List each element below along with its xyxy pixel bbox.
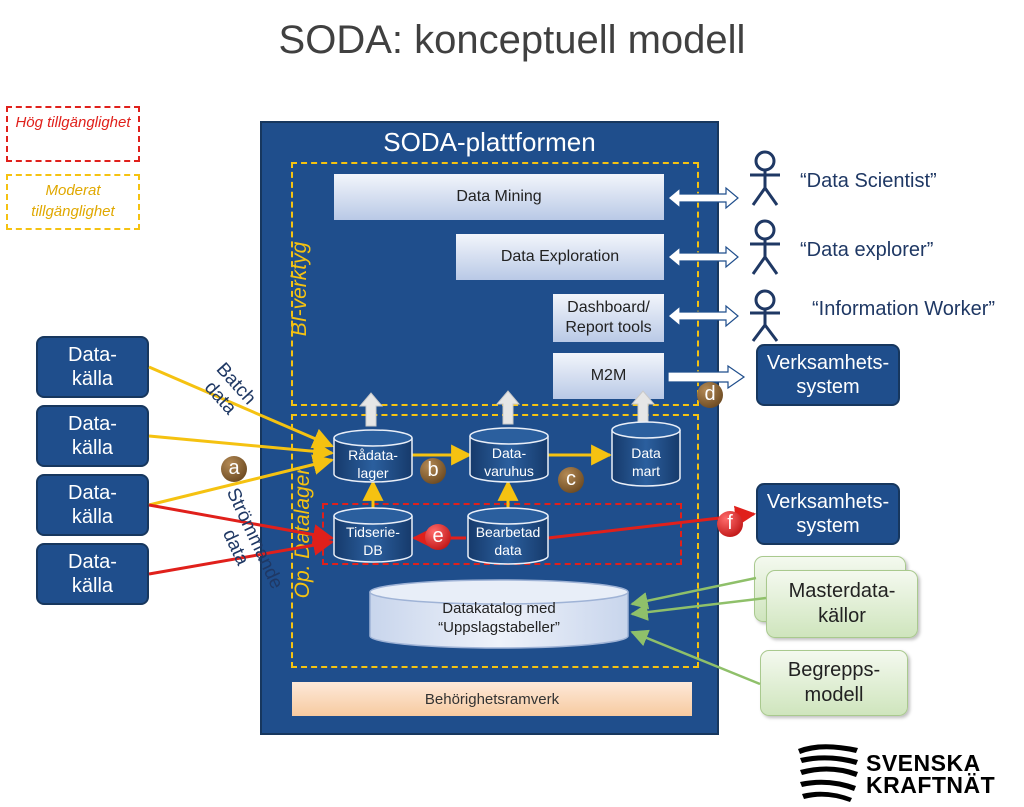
stick-figure-icon xyxy=(750,219,780,275)
data-mining-label: Data Mining xyxy=(456,188,542,205)
datavaruhus-label: Data-varuhus xyxy=(484,445,534,479)
masterdata-label: Masterdata-källor xyxy=(788,580,896,627)
stick-figure-icon xyxy=(750,150,780,206)
up-arrow-icon xyxy=(358,390,656,427)
begrepp-arrow xyxy=(630,629,761,686)
badge-a: a xyxy=(221,456,247,482)
cylinder-radata xyxy=(333,429,413,483)
badge-d: d xyxy=(697,382,723,408)
business-system-bottom: Verksamhets-system xyxy=(756,483,900,545)
datamart-label: Data mart xyxy=(631,445,661,479)
data-source-label: Data-källa xyxy=(68,413,117,459)
m2m-arrow-icon xyxy=(667,364,746,390)
data-source-2: Data-källa xyxy=(36,405,149,467)
batch-arrow-1 xyxy=(148,365,334,449)
badge-c: c xyxy=(558,467,584,493)
legend-high-availability: Hög tillgänglighet xyxy=(6,106,140,162)
actor-data-scientist: “Data Scientist” xyxy=(800,170,937,192)
data-mining-box: Data Mining xyxy=(334,174,664,220)
data-source-label: Data-källa xyxy=(68,482,117,528)
data-source-3: Data-källa xyxy=(36,474,149,536)
badge-b: b xyxy=(420,458,446,484)
cylinder-datakatalog xyxy=(369,579,629,649)
svenska-kraftnat-logo-mark xyxy=(798,744,858,802)
double-arrow-icon xyxy=(667,186,739,328)
platform-title: SODA-plattformen xyxy=(383,127,596,157)
m2m-box: M2M xyxy=(553,353,664,399)
radata-label: Rådata-lager xyxy=(348,447,398,481)
legend-moderate-label: Moderat tillgänglighet xyxy=(31,182,115,220)
business-system-label: Verksamhets-system xyxy=(766,352,890,398)
actor-information-worker: “Information Worker” xyxy=(812,298,996,320)
business-system-top: Verksamhets-system xyxy=(756,344,900,406)
begreppsmodell-label: Begrepps-modell xyxy=(787,659,881,706)
stick-figure-icon xyxy=(750,289,780,342)
svenska-kraftnat-logo: SVENSKA KRAFTNÄT xyxy=(866,750,996,798)
cylinder-datavaruhus xyxy=(469,427,549,483)
tidserie-label: Tidserie-DB xyxy=(346,524,400,558)
data-source-1: Data-källa xyxy=(36,336,149,398)
cylinder-tidserie xyxy=(333,507,413,563)
datakatalog-label: Datakatalog med “Uppslagstabeller” xyxy=(438,600,560,636)
data-source-4: Data-källa xyxy=(36,543,149,605)
bearbetad-label: Bearbetad data xyxy=(475,524,541,558)
batch-arrow-3 xyxy=(148,454,335,507)
op-zone xyxy=(291,414,699,668)
data-source-label: Data-källa xyxy=(68,344,117,390)
begreppsmodell-box: Begrepps-modell xyxy=(760,650,908,716)
badge-e: e xyxy=(425,524,451,550)
batch-arrow-2 xyxy=(148,434,335,462)
dashboard-label: Dashboard/ Report tools xyxy=(565,299,652,336)
brand-line-1: SVENSKA xyxy=(866,750,981,776)
data-source-label: Data-källa xyxy=(68,551,117,597)
cylinder-bearbetad xyxy=(467,507,549,565)
security-framework-label: Behörighetsramverk xyxy=(424,690,560,708)
m2m-label: M2M xyxy=(590,367,627,384)
data-exploration-box: Data Exploration xyxy=(456,234,664,280)
stream-arrow-1 xyxy=(148,503,335,545)
stream-arrow-2 xyxy=(148,534,335,576)
legend-high-label: Hög tillgänglighet xyxy=(15,114,131,131)
masterdata-arrow-2 xyxy=(630,596,767,621)
security-framework-bar: Behörighetsramverk xyxy=(292,682,692,716)
data-exploration-label: Data Exploration xyxy=(500,248,620,265)
legend-moderate-availability: Moderat tillgänglighet xyxy=(6,174,140,230)
masterdata-box: Masterdata-källor xyxy=(766,570,918,638)
dashboard-box: Dashboard/ Report tools xyxy=(553,294,664,342)
actor-data-explorer: “Data explorer” xyxy=(800,239,934,261)
masterdata-arrow-1 xyxy=(630,576,757,610)
cylinder-datamart xyxy=(611,421,681,487)
page-title: SODA: konceptuell modell xyxy=(278,18,746,62)
bi-zone xyxy=(291,162,699,406)
badge-f: f xyxy=(717,511,743,537)
brand-line-2: KRAFTNÄT xyxy=(866,772,996,798)
business-system-label: Verksamhets-system xyxy=(766,491,890,537)
